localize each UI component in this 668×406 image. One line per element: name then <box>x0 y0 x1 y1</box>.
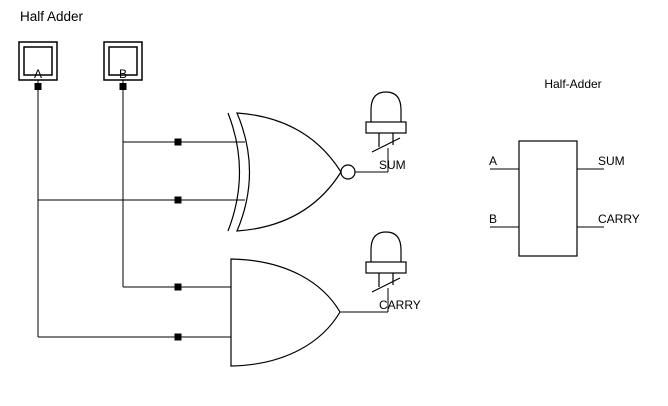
xnor-gate-body <box>236 112 342 232</box>
sum-label: SUM <box>379 158 406 172</box>
led-base <box>365 261 407 274</box>
wire-net-b[interactable] <box>122 80 245 288</box>
half-adder-symbol[interactable]: Half-Adder A B SUM CARRY <box>489 77 640 257</box>
xnor-output-bubble <box>340 164 356 180</box>
input-pin-b[interactable]: B <box>103 41 143 81</box>
wire-net-a[interactable] <box>37 80 245 338</box>
wire-junction <box>34 83 42 90</box>
wire-junction <box>174 283 182 291</box>
subcircuit-port-sum-label: SUM <box>598 154 625 168</box>
subcircuit-port-b-label: B <box>489 212 497 226</box>
pin-b-inner-square <box>108 46 138 76</box>
wire-junction <box>174 333 182 341</box>
led-base <box>365 121 407 134</box>
and-gate[interactable] <box>230 258 341 367</box>
pin-a-label: A <box>34 67 42 81</box>
led-lead-diagonal <box>371 137 401 153</box>
circuit-title: Half Adder <box>20 9 84 24</box>
subcircuit-port-carry-label: CARRY <box>598 212 640 226</box>
wire-junctions <box>34 83 182 341</box>
subcircuit-title: Half-Adder <box>544 77 601 91</box>
carry-indicator-led[interactable] <box>365 231 407 293</box>
wire-junction <box>174 196 182 204</box>
sum-indicator-led[interactable] <box>365 91 407 153</box>
wire-net-sum[interactable] <box>355 148 389 173</box>
xnor-gate-back-arc <box>227 112 241 232</box>
subcircuit-port-a-label: A <box>489 154 497 168</box>
pin-a-inner-square <box>23 46 53 76</box>
led-dome <box>370 231 402 262</box>
wire-junction <box>119 83 127 90</box>
wire-junction <box>174 138 182 146</box>
carry-label: CARRY <box>379 298 421 312</box>
and-gate-body <box>230 258 341 367</box>
input-pin-a[interactable]: A <box>18 41 58 81</box>
pin-b-label: B <box>119 67 127 81</box>
led-lead-diagonal <box>371 277 401 293</box>
subcircuit-box[interactable] <box>518 140 578 257</box>
led-dome <box>370 91 402 122</box>
xnor-gate[interactable] <box>227 112 356 232</box>
wire-net-carry[interactable] <box>340 288 389 313</box>
